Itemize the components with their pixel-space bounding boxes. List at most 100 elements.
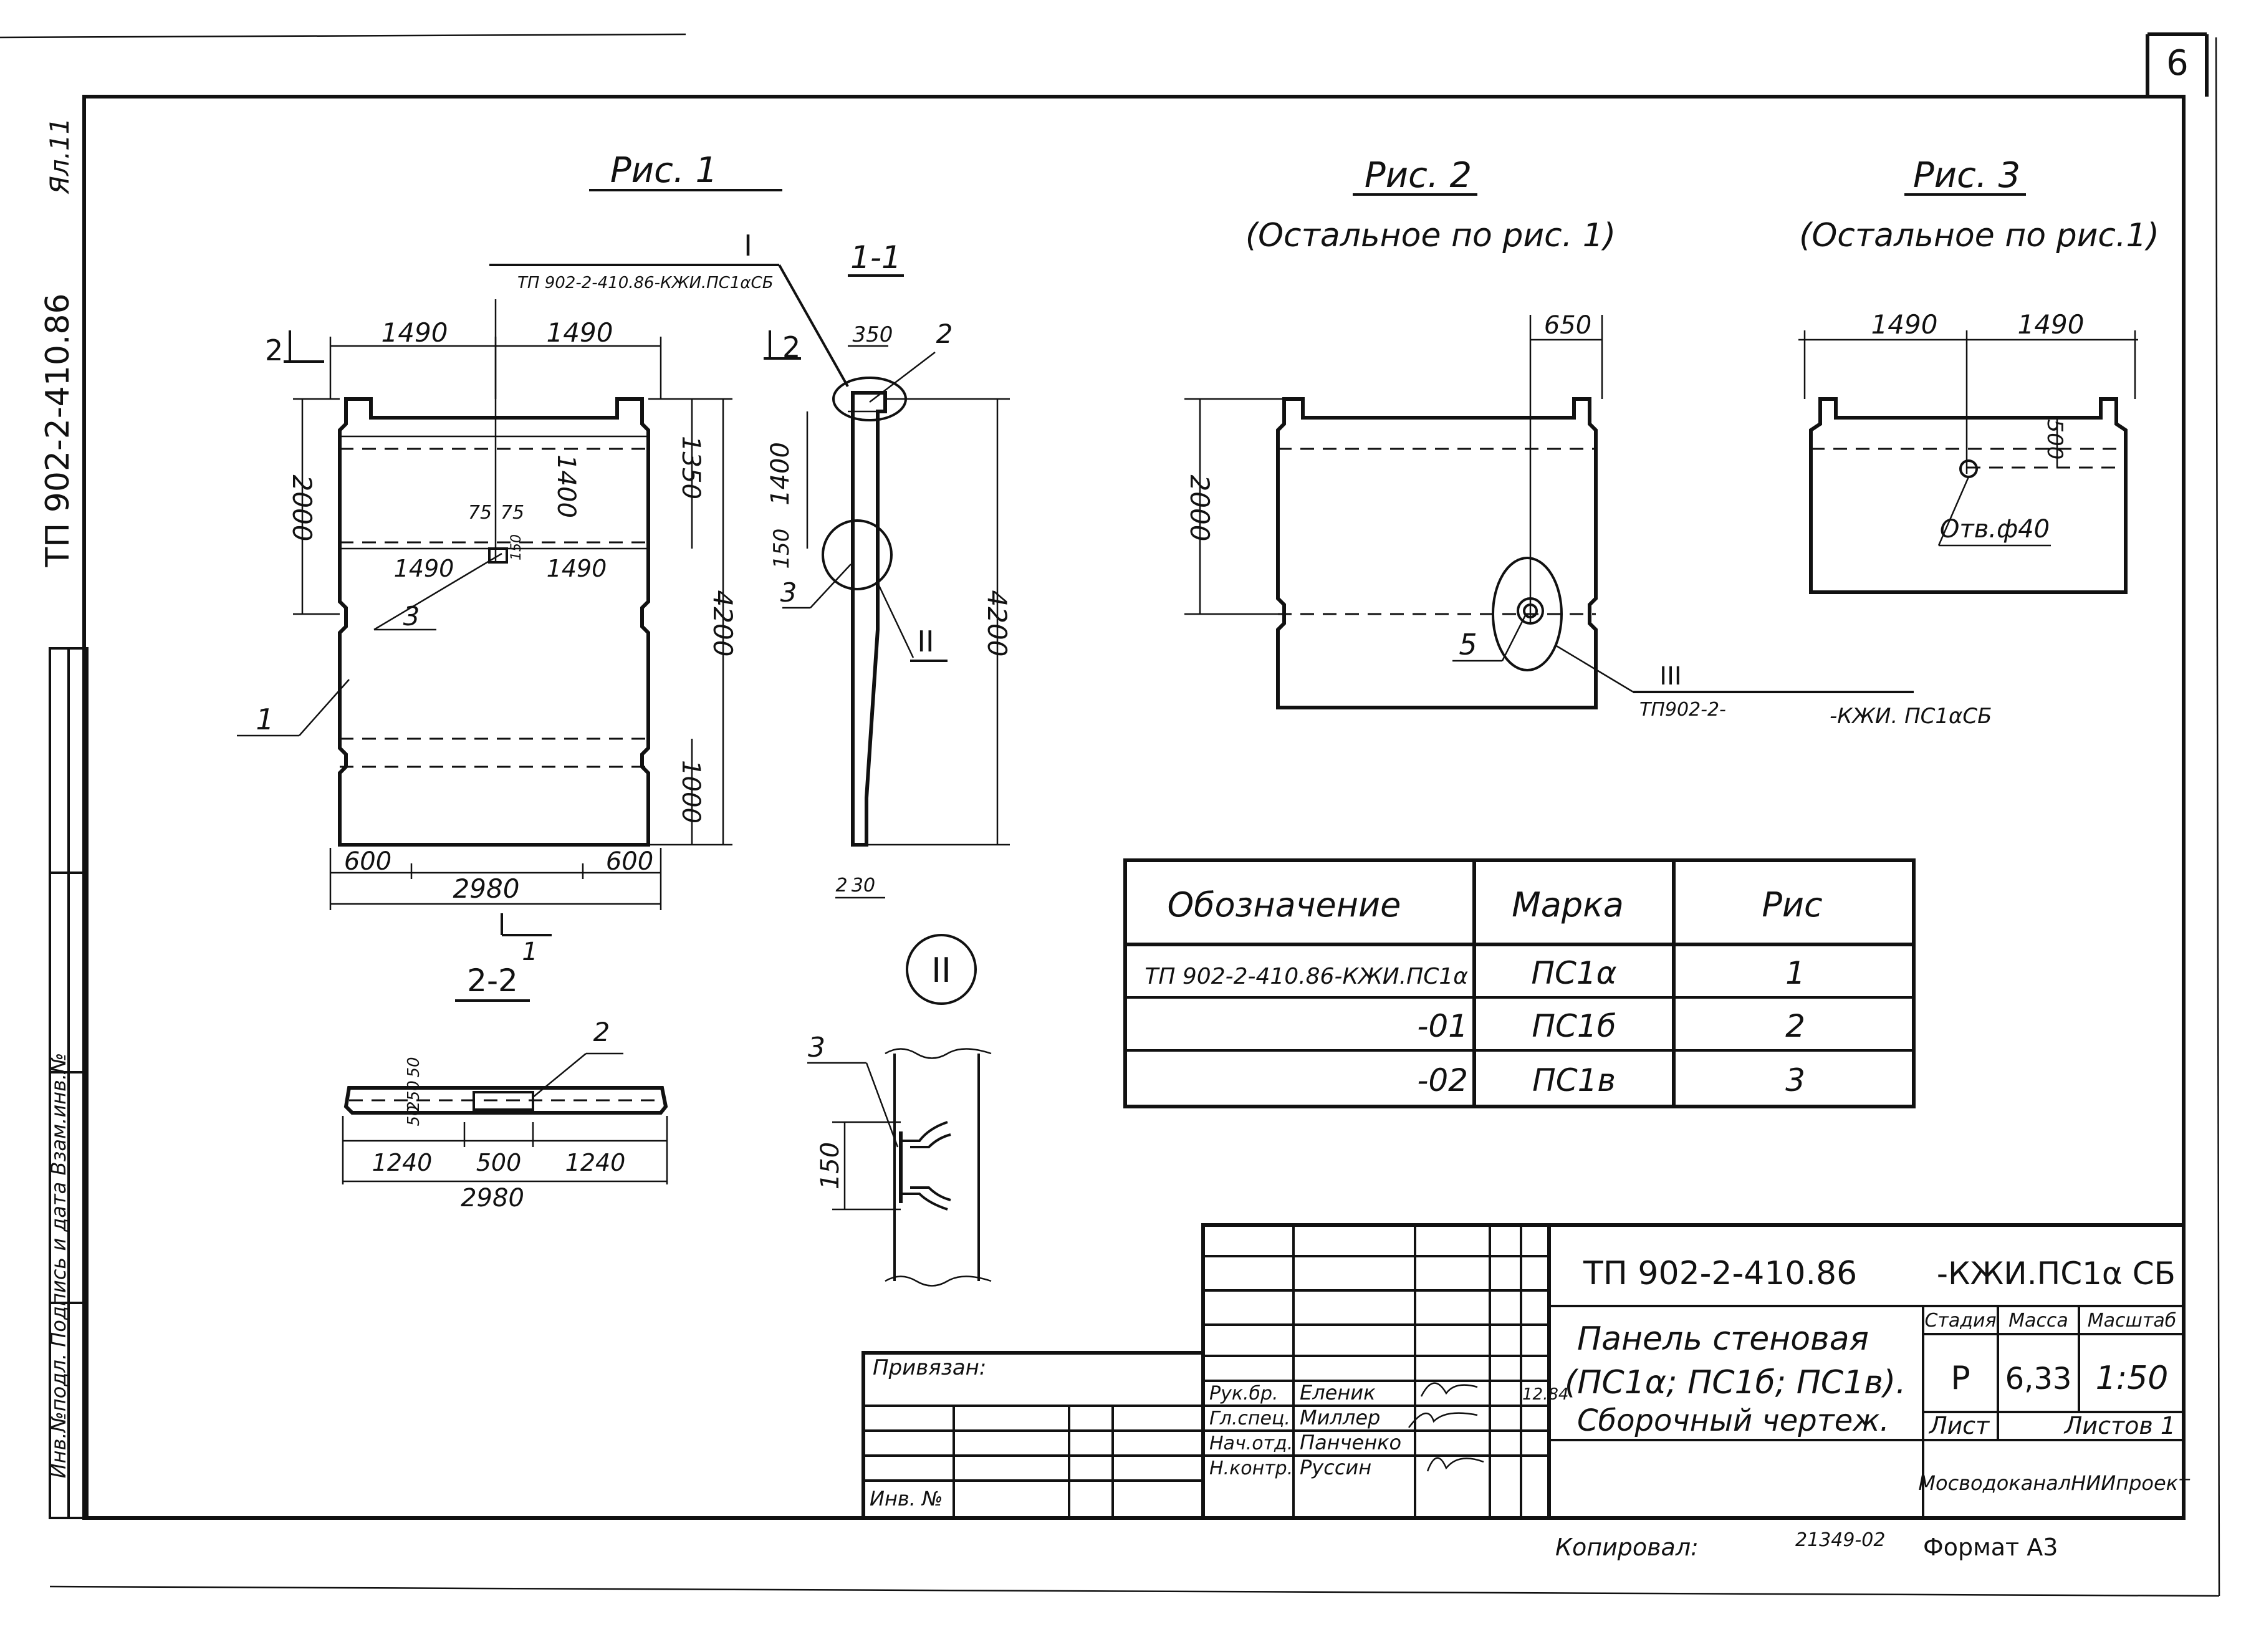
spec-row-2-fig: 2: [1785, 1008, 1805, 1044]
section-1-1-node-ii: II: [917, 625, 934, 658]
fig3-hole-label: Отв.ф40: [1940, 515, 2050, 544]
dim-1490-top-left: 1490: [381, 317, 448, 348]
signature-3: [1426, 1457, 1484, 1472]
dim-600-right: 600: [606, 847, 653, 876]
title-code: ТП 902-2-410.86: [1583, 1255, 1857, 1292]
dim-1490-mid-right: 1490: [547, 555, 607, 582]
fig1-ref-node: I: [744, 229, 752, 262]
stage-value: Р: [1951, 1360, 1970, 1397]
fig2-ref-right: -КЖИ. ПС1αСБ: [1830, 704, 1992, 729]
title-suffix: -КЖИ.ПС1α СБ: [1937, 1256, 2176, 1292]
fig1-pos-3: 3: [403, 601, 420, 632]
vertical-sheet-code: ТП 902-2-410.86: [39, 293, 77, 567]
figure-1: Рис. 1 I ТП 902-2-410.86-КЖИ.ПС1αСБ 2 14…: [237, 150, 849, 966]
name-2: Миллер: [1300, 1406, 1380, 1429]
scale-value: 1:50: [2096, 1360, 2169, 1397]
spec-row-2-mark: ПС1б: [1532, 1008, 1616, 1044]
role-3: Нач.отд.: [1209, 1433, 1293, 1454]
spec-row-1-fig: 1: [1785, 955, 1805, 991]
format-label: Формат А3: [1923, 1534, 2058, 1561]
fig2-subtitle: (Остальное по рис. 1): [1245, 217, 1616, 254]
spec-header-mark: Марка: [1512, 885, 1624, 924]
dim-75-right: 75: [501, 502, 524, 524]
title-name-3: Сборочный чертеж.: [1577, 1403, 1889, 1438]
bound-label: Привязан:: [873, 1355, 986, 1380]
title-name-1: Панель стеновая: [1577, 1320, 1869, 1358]
mass-label: Масса: [2008, 1310, 2068, 1332]
sheets-label: Листов 1: [2063, 1412, 2176, 1439]
section-1-1-dim-4200: 4200: [982, 590, 1012, 657]
copy-number: 21349-02: [1795, 1529, 1885, 1551]
section-1-1-dim-150: 150: [769, 529, 794, 569]
title-name-2: (ПС1α; ПС1б; ПС1в).: [1565, 1364, 1906, 1401]
dim-4200-fig1: 4200: [708, 590, 738, 657]
name-1: Еленик: [1300, 1381, 1376, 1405]
node-ii-dim-150: 150: [816, 1142, 845, 1189]
section-1-1-title: 1-1: [850, 239, 901, 276]
fig2-dim-2000: 2000: [1184, 475, 1215, 542]
section-2-2: 2-2 2 50 250 50 1240 500 1240 2980: [342, 963, 668, 1213]
node-ii-pos-3: 3: [808, 1032, 825, 1064]
role-4: Н.контр.: [1209, 1458, 1293, 1479]
signature-2: [1408, 1412, 1478, 1428]
section-2-2-dim-1240-right: 1240: [565, 1149, 626, 1176]
title-block: Привязан: Инв. № Рук.бр. Еленик Гл.спец.…: [861, 1223, 2191, 1520]
dim-350: 350: [853, 322, 893, 347]
dim-600-left: 600: [344, 847, 391, 876]
spec-row-3-designation: -02: [1417, 1062, 1468, 1098]
role-1: Рук.бр.: [1209, 1383, 1279, 1405]
dim-1400: 1400: [552, 454, 580, 518]
section-1-1-dim-30: 30: [852, 875, 875, 896]
spec-header-fig: Рис: [1762, 885, 1822, 924]
fig3-dim-500: 500: [2042, 420, 2067, 460]
section-2-2-dim-1240-left: 1240: [372, 1149, 433, 1176]
dim-1490-top-right: 1490: [547, 317, 613, 348]
sheet-label: Лист: [1928, 1412, 1990, 1439]
fig2-dim-650: 650: [1544, 311, 1591, 340]
sheet-frame: [0, 32, 2220, 1597]
fig1-ref-label: ТП 902-2-410.86-КЖИ.ПС1αСБ: [517, 274, 774, 292]
fig2-title: Рис. 2: [1365, 155, 1472, 196]
spec-header-designation: Обозначение: [1168, 885, 1401, 924]
stage-label: Стадия: [1924, 1310, 1996, 1332]
fig2-pos-5: 5: [1459, 628, 1477, 661]
section-1-1-dim-2: 2: [835, 875, 847, 896]
fig3-dim-1490-right: 1490: [2018, 309, 2085, 340]
section-2-2-dim-250: 250: [405, 1080, 423, 1112]
cut-mark-1: 1: [522, 938, 537, 966]
dim-150-small: 150: [509, 534, 524, 560]
dim-1350: 1350: [676, 436, 705, 499]
spec-table: Обозначение Марка Рис ТП 902-2-410.86-КЖ…: [1123, 858, 1916, 1108]
dim-75-left: 75: [468, 502, 492, 524]
figure-2: Рис. 2 (Остальное по рис. 1) 650 2000 5 …: [1184, 155, 1992, 729]
spec-row-2-designation: -01: [1417, 1008, 1468, 1044]
date: 12.84: [1522, 1385, 1568, 1404]
section-2-2-dim-50-mid: 50: [405, 1105, 423, 1126]
name-4: Руссин: [1300, 1456, 1371, 1479]
section-1-1-pos-3: 3: [780, 577, 797, 608]
dim-2980-fig1: 2980: [453, 873, 520, 904]
fig3-subtitle: (Остальное по рис.1): [1799, 217, 2159, 254]
signature-1: [1420, 1382, 1478, 1397]
organization: МосводоканалНИИпроект: [1918, 1471, 2191, 1495]
section-1-1: 1-1 2 350 2 1400 150 3 II 4200 2 30: [764, 239, 1012, 899]
side-stamp: Инв.№подл. Подпись и дата Взам.инв.№: [47, 1053, 70, 1479]
section-2-2-dim-50-top: 50: [405, 1057, 423, 1077]
copied-by-label: Копировал:: [1555, 1534, 1699, 1561]
node-ii-title: II: [931, 951, 951, 990]
section-2-2-dim-2980: 2980: [461, 1184, 524, 1213]
section-2-2-dim-500: 500: [476, 1149, 522, 1176]
section-1-1-pos-2: 2: [936, 319, 953, 349]
section-2-2-title: 2-2: [467, 963, 518, 999]
figure-3: Рис. 3 (Остальное по рис.1) 1490 1490 50…: [1798, 155, 2159, 594]
sheet-number: 6: [2166, 43, 2189, 84]
node-ii-detail: II 3 150: [807, 934, 992, 1287]
fig2-node-iii: III: [1659, 662, 1681, 691]
spec-row-3-fig: 3: [1785, 1062, 1805, 1098]
scale-label: Масштаб: [2088, 1310, 2177, 1332]
section-2-2-pos-2: 2: [593, 1017, 610, 1047]
fig3-dim-1490-left: 1490: [1871, 309, 1938, 340]
spec-row-1-designation: ТП 902-2-410.86-КЖИ.ПС1α: [1144, 964, 1468, 989]
fig3-title: Рис. 3: [1913, 155, 2020, 196]
